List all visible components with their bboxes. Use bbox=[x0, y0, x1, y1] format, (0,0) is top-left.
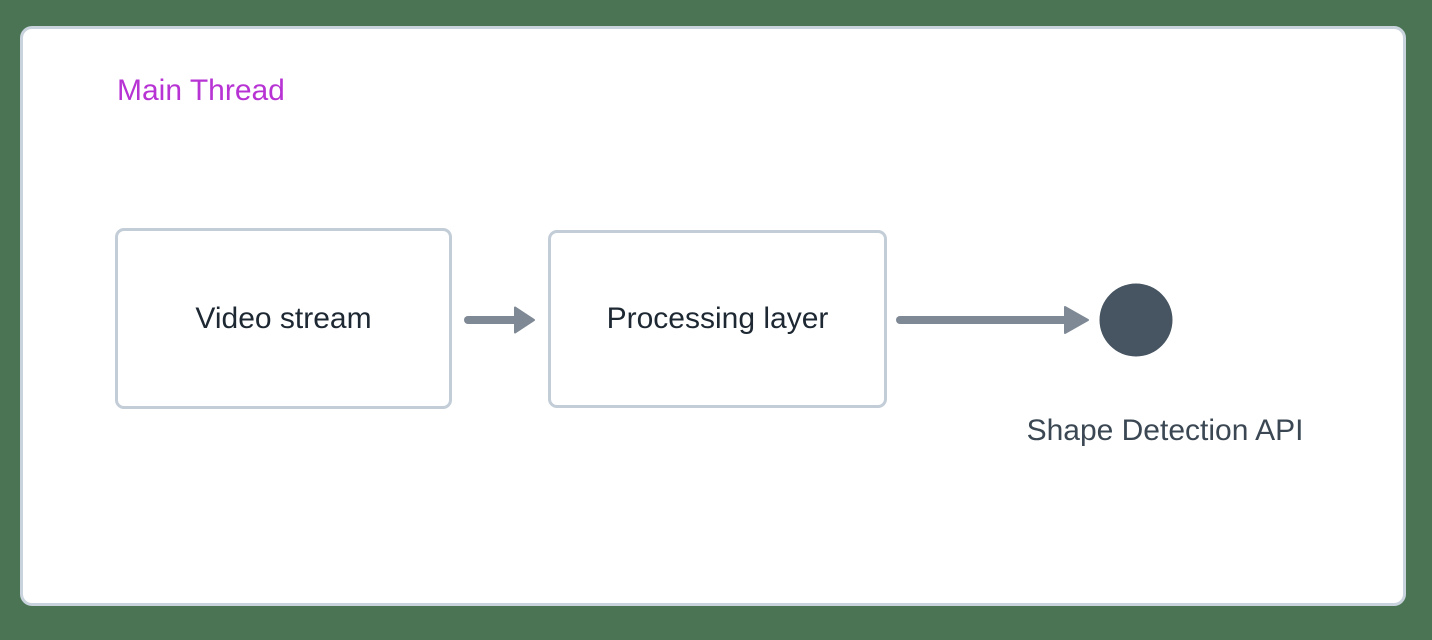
section-label-main-thread: Main Thread bbox=[117, 74, 285, 107]
node-video-stream: Video stream bbox=[115, 228, 452, 409]
node-processing-layer-label: Processing layer bbox=[606, 302, 829, 335]
node-processing-layer: Processing layer bbox=[548, 230, 887, 408]
endpoint-label-shape-detection-api: Shape Detection API bbox=[1026, 414, 1304, 447]
node-video-stream-label: Video stream bbox=[195, 301, 372, 335]
